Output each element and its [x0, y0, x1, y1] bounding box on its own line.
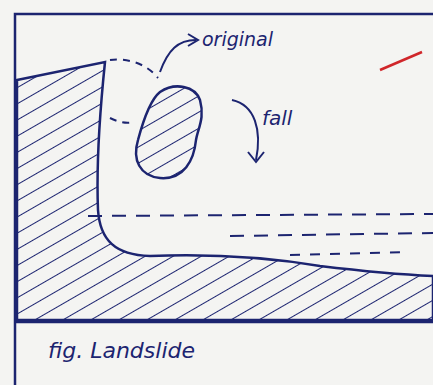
- frame: [15, 14, 433, 385]
- fall-arrow: [232, 100, 258, 160]
- cliff-ground: [17, 62, 433, 320]
- annotation-label: fall: [262, 106, 292, 130]
- falling-block: [136, 86, 202, 178]
- dashed-line: [230, 233, 433, 236]
- red-mark: [380, 52, 422, 70]
- annotation-label: original: [202, 28, 273, 50]
- arrow-head: [188, 34, 198, 46]
- dashed-line: [88, 214, 433, 216]
- arrow-head: [248, 152, 264, 162]
- dashed-line: [290, 252, 405, 255]
- figure-caption: fig. Landslide: [48, 338, 195, 363]
